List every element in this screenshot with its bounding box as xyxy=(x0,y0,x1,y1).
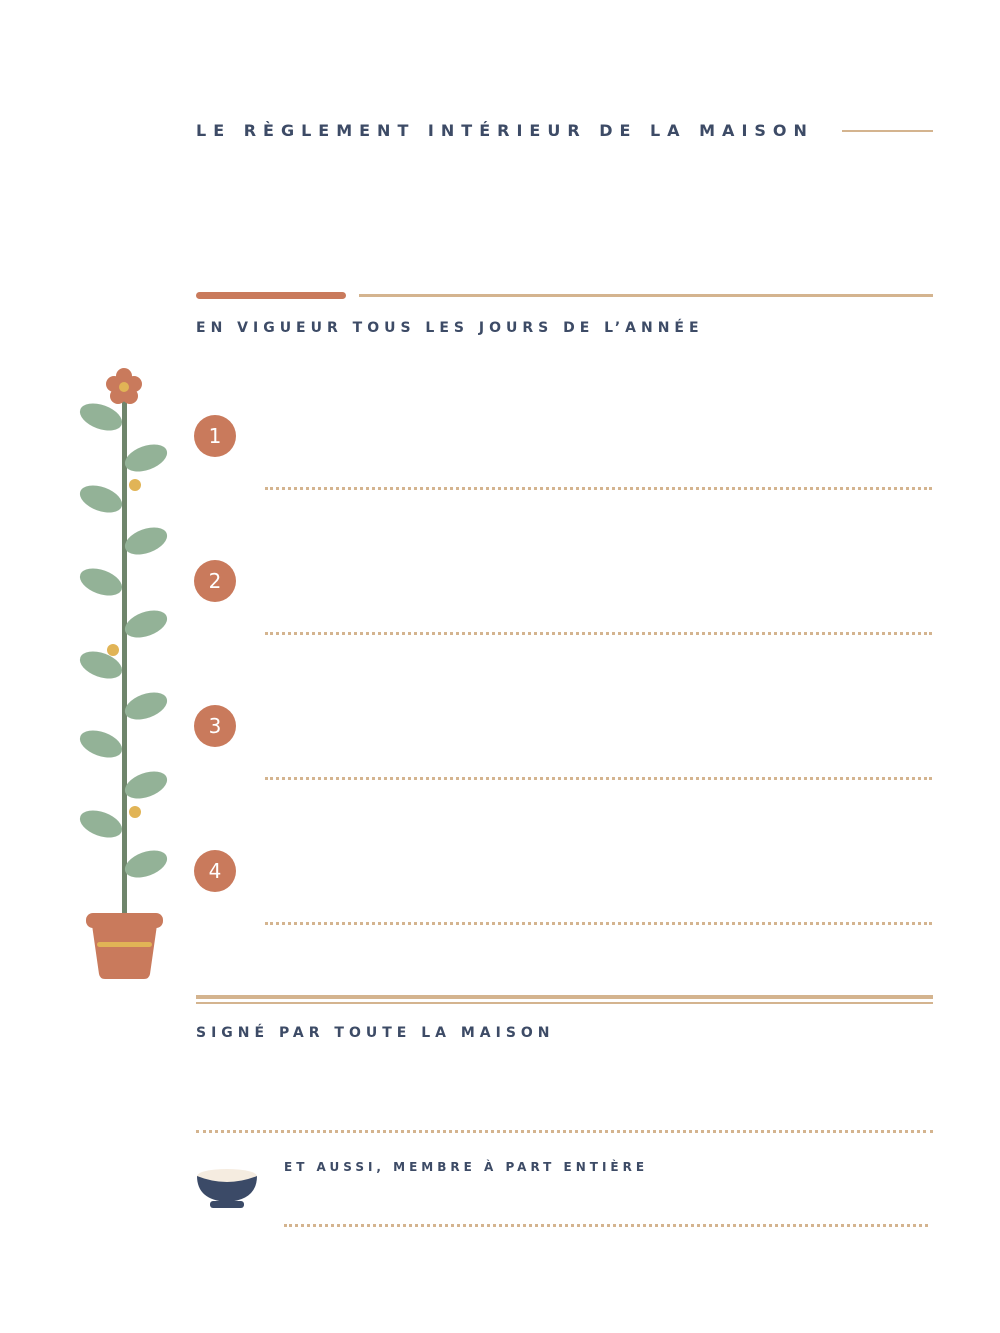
page-title: LE RÈGLEMENT INTÉRIEUR DE LA MAISON xyxy=(196,121,814,140)
rule-1-writing-line[interactable] xyxy=(265,487,932,490)
signature-divider-thick xyxy=(196,995,933,999)
berry xyxy=(129,479,141,491)
flower-pot xyxy=(86,913,163,979)
rule-number-1: 1 xyxy=(194,415,236,457)
leaf xyxy=(124,527,168,555)
signature-heading: SIGNÉ PAR TOUTE LA MAISON xyxy=(196,1025,555,1041)
flower xyxy=(106,368,142,404)
subtitle-accent-bar xyxy=(196,292,346,299)
leaf xyxy=(124,771,168,799)
potted-plant-icon xyxy=(79,368,168,979)
leaf xyxy=(124,692,168,720)
leaf xyxy=(79,568,123,596)
rule-number-3: 3 xyxy=(194,705,236,747)
leaf xyxy=(124,444,168,472)
plant-stem xyxy=(122,390,127,920)
pet-heading: ET AUSSI, MEMBRE À PART ENTIÈRE xyxy=(284,1160,649,1174)
leaf xyxy=(79,403,123,431)
subtitle: EN VIGUEUR TOUS LES JOURS DE L’ANNÉE xyxy=(196,320,704,336)
signature-writing-line[interactable] xyxy=(196,1130,933,1133)
signature-divider-thin xyxy=(196,1002,933,1004)
rule-number-4: 4 xyxy=(194,850,236,892)
pet-writing-line[interactable] xyxy=(284,1224,928,1227)
berry xyxy=(129,806,141,818)
leaf xyxy=(79,485,123,513)
leaf xyxy=(79,651,123,679)
leaf xyxy=(79,730,123,758)
rule-3-writing-line[interactable] xyxy=(265,777,932,780)
rule-4-writing-line[interactable] xyxy=(265,922,932,925)
leaf xyxy=(124,850,168,878)
rule-number-2: 2 xyxy=(194,560,236,602)
leaf xyxy=(79,810,123,838)
pet-bowl-icon xyxy=(197,1169,257,1208)
rule-2-writing-line[interactable] xyxy=(265,632,932,635)
subtitle-divider-line xyxy=(359,294,933,297)
leaf xyxy=(124,610,168,638)
title-accent-line xyxy=(842,130,933,132)
berry xyxy=(107,644,119,656)
